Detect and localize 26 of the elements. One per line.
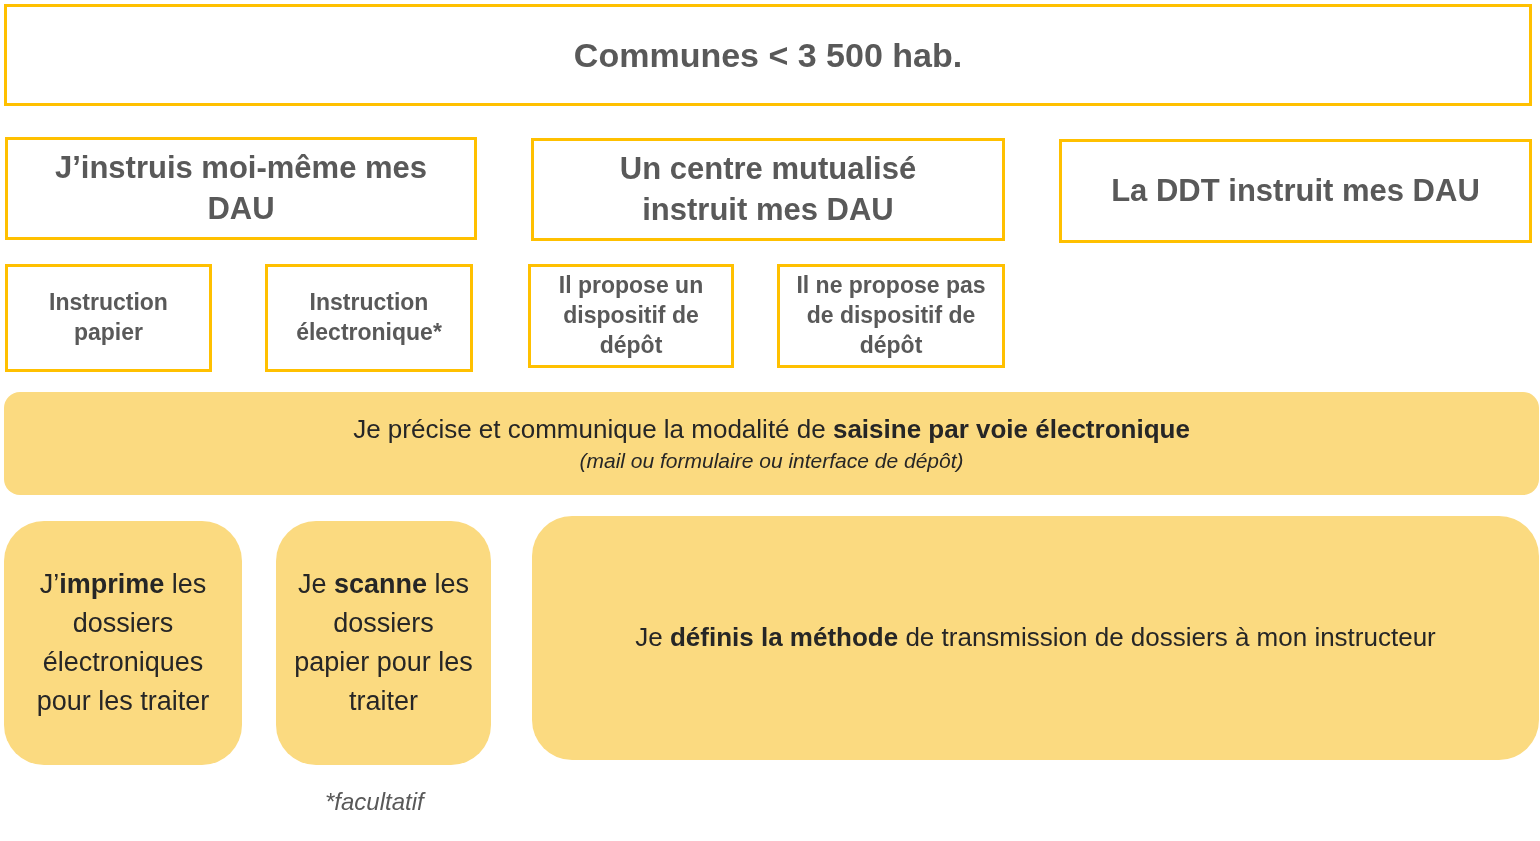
footnote: *facultatif (325, 788, 424, 816)
option-title: J’instruis moi-même mes DAU (53, 149, 429, 228)
header-text: Communes < 3 500 hab. (573, 34, 963, 76)
action-card (532, 516, 1539, 760)
action-card (4, 521, 242, 765)
sub-option-box (528, 264, 734, 368)
action-card (276, 521, 491, 765)
option-box (531, 138, 1005, 241)
band-note: (mail ou formulaire ou interface de dépôt) (579, 447, 964, 474)
sub-option-box (777, 264, 1005, 368)
sub-option-label: Il ne propose pas de dispositif de dépôt (795, 271, 987, 360)
sub-option-label: Instruction papier (48, 288, 169, 347)
info-band (4, 392, 1539, 495)
sub-option-label: Instruction électronique* (295, 288, 443, 347)
band-text: Je précise et communique la modalité de saisine par voie électronique (353, 412, 1190, 446)
option-title: La DDT instruit mes DAU (1111, 171, 1480, 210)
option-box (1059, 139, 1532, 243)
sub-option-box (265, 264, 473, 372)
sub-option-label: Il propose un dispositif de dépôt (557, 271, 705, 360)
action-text: J’imprime les dossiers électroniques pour les traiter (35, 567, 211, 719)
action-text: Je scanne les dossiers papier pour les traiter (294, 567, 473, 719)
action-text: Je définis la méthode de transmission de dossiers à mon instructeur (635, 621, 1436, 655)
option-title: Un centre mutualisé instruit mes DAU (618, 150, 918, 229)
sub-option-box (5, 264, 212, 372)
option-box (5, 137, 477, 240)
header-box (4, 4, 1532, 106)
